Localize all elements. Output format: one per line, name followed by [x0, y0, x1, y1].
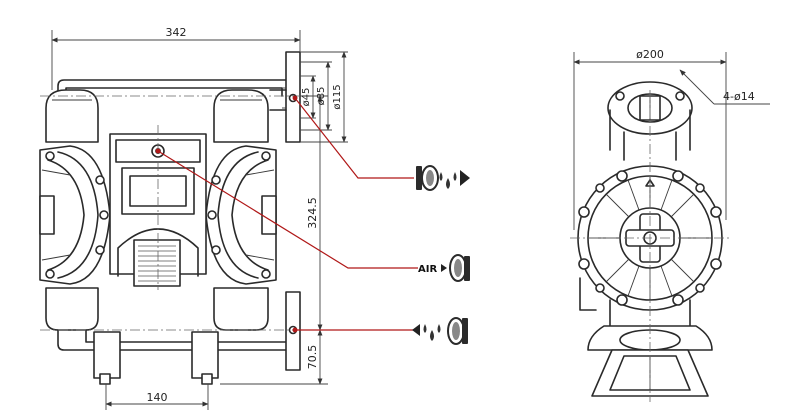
- leader-outlet: [292, 95, 414, 179]
- drops-icon: [439, 172, 457, 189]
- muffler-grille: [138, 245, 176, 282]
- dim-port-d2: ø85: [316, 87, 327, 106]
- left-foot: [93, 331, 121, 379]
- air-callout: AIR: [418, 254, 470, 282]
- dim-bolt-holes: 4-ø14: [723, 90, 755, 103]
- right-foot: [191, 331, 219, 379]
- arrow-right-icon: [441, 264, 447, 272]
- leader-air: [155, 148, 418, 269]
- left-chamber: [39, 145, 111, 285]
- dim-port-d1: ø45: [301, 88, 312, 107]
- dim-height-ports: 324.5: [306, 197, 319, 229]
- fitting-icon: [449, 254, 470, 282]
- dim-port-d3: ø115: [332, 84, 343, 109]
- front-dimensions: 342 140 324.5 70.5 ø45 ø85 ø115: [51, 26, 348, 410]
- air-label: AIR: [418, 264, 437, 275]
- right-chamber: [205, 145, 277, 285]
- inlet-callout: [412, 317, 468, 345]
- side-view: [570, 81, 730, 402]
- arrow-right-icon: [460, 170, 470, 186]
- left-upper-elbow: [45, 89, 99, 143]
- dim-width-total: 342: [166, 26, 187, 39]
- leader-lines: [155, 95, 418, 333]
- side-dimensions: ø200 4-ø14: [573, 48, 770, 230]
- dim-side-diameter: ø200: [636, 48, 664, 61]
- fitting-icon: [447, 317, 468, 345]
- left-lower-elbow: [45, 287, 99, 331]
- arrow-left-icon: [412, 324, 420, 336]
- fitting-icon: [416, 165, 439, 191]
- outlet-callout: [416, 165, 470, 191]
- dim-height-bottom: 70.5: [306, 345, 319, 370]
- right-upper-elbow: [213, 89, 269, 143]
- side-bolts: [578, 170, 722, 306]
- dim-base-width: 140: [147, 391, 168, 404]
- right-lower-elbow: [213, 287, 269, 331]
- front-view: [39, 51, 320, 385]
- muffler: [133, 239, 181, 287]
- drops-icon: [423, 324, 441, 341]
